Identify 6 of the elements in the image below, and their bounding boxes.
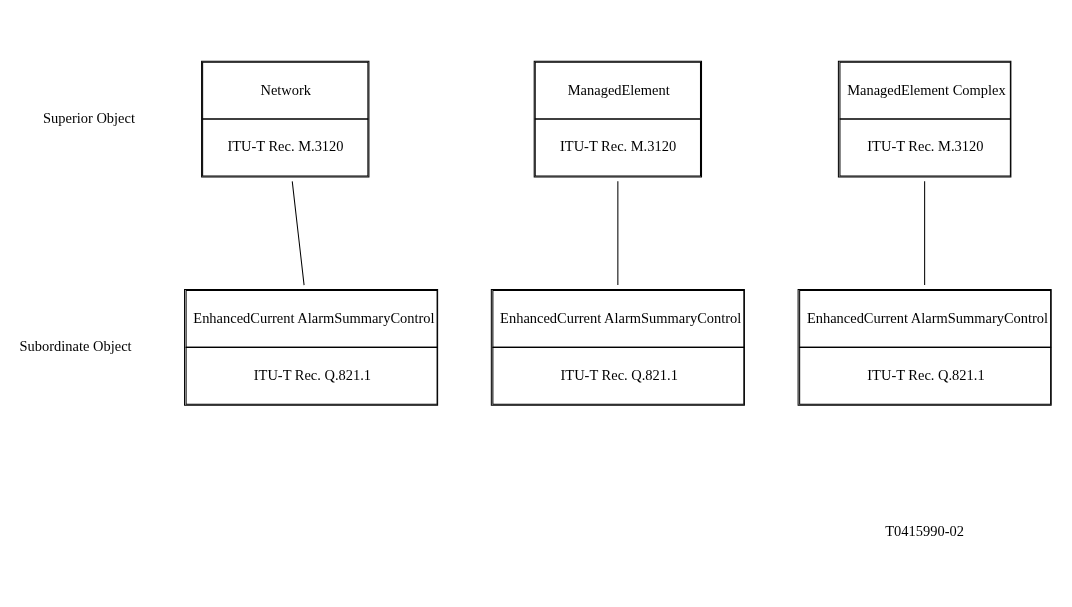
label: Subordinate Object — [19, 337, 132, 354]
label: T0415990-02 — [885, 522, 964, 539]
label: Superior Object — [43, 109, 135, 126]
connector — [291, 180, 305, 286]
connector — [617, 180, 619, 286]
connector — [924, 180, 926, 286]
